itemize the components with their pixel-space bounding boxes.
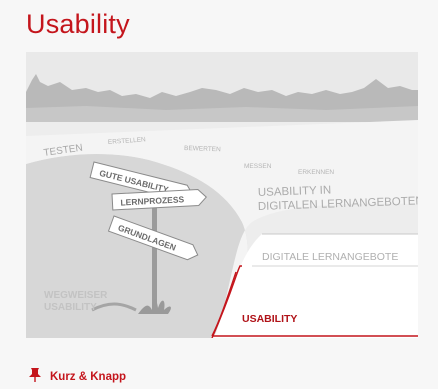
label-wegweiser-line1: WEGWEISER: [44, 290, 108, 301]
arrow-curve: [91, 302, 137, 312]
label-usability: USABILITY: [242, 313, 297, 325]
label-usability-in-line2: DIGITALEN LERNANGEBOTEN: [258, 195, 418, 213]
grass-tuft: [138, 299, 171, 314]
label-testen: TESTEN: [43, 143, 84, 159]
usability-area: [214, 234, 418, 338]
sign-label: LERNPROZESS: [120, 194, 185, 207]
usability-illustration: GUTE USABILITY LERNPROZESS GRUNDLAGEN TE…: [26, 52, 418, 338]
label-erkennen: ERKENNEN: [298, 169, 334, 176]
label-messen: MESSEN: [244, 163, 272, 170]
kurz-knapp-link[interactable]: Kurz & Knapp: [28, 367, 126, 387]
pushpin-icon: [28, 367, 42, 387]
road-band: [26, 120, 418, 338]
label-wegweiser-line2: USABILITY: [44, 302, 97, 313]
label-bewerten: BEWERTEN: [184, 145, 221, 153]
label-usability-in-line1: USABILITY IN: [258, 184, 332, 199]
signpost-pole: [152, 202, 157, 310]
label-digitale-lernangebote: DIGITALE LERNANGEBOTE: [262, 251, 398, 263]
mountain-haze: [26, 106, 418, 122]
label-erstellen: ERSTELLEN: [108, 136, 147, 146]
usability-outline-curve: [211, 271, 237, 337]
page-title: Usability: [26, 9, 130, 39]
landscape-graphic: GUTE USABILITY LERNPROZESS GRUNDLAGEN TE…: [26, 52, 418, 338]
sign-lernprozess: LERNPROZESS: [111, 188, 207, 211]
kurz-knapp-label: Kurz & Knapp: [50, 371, 127, 383]
